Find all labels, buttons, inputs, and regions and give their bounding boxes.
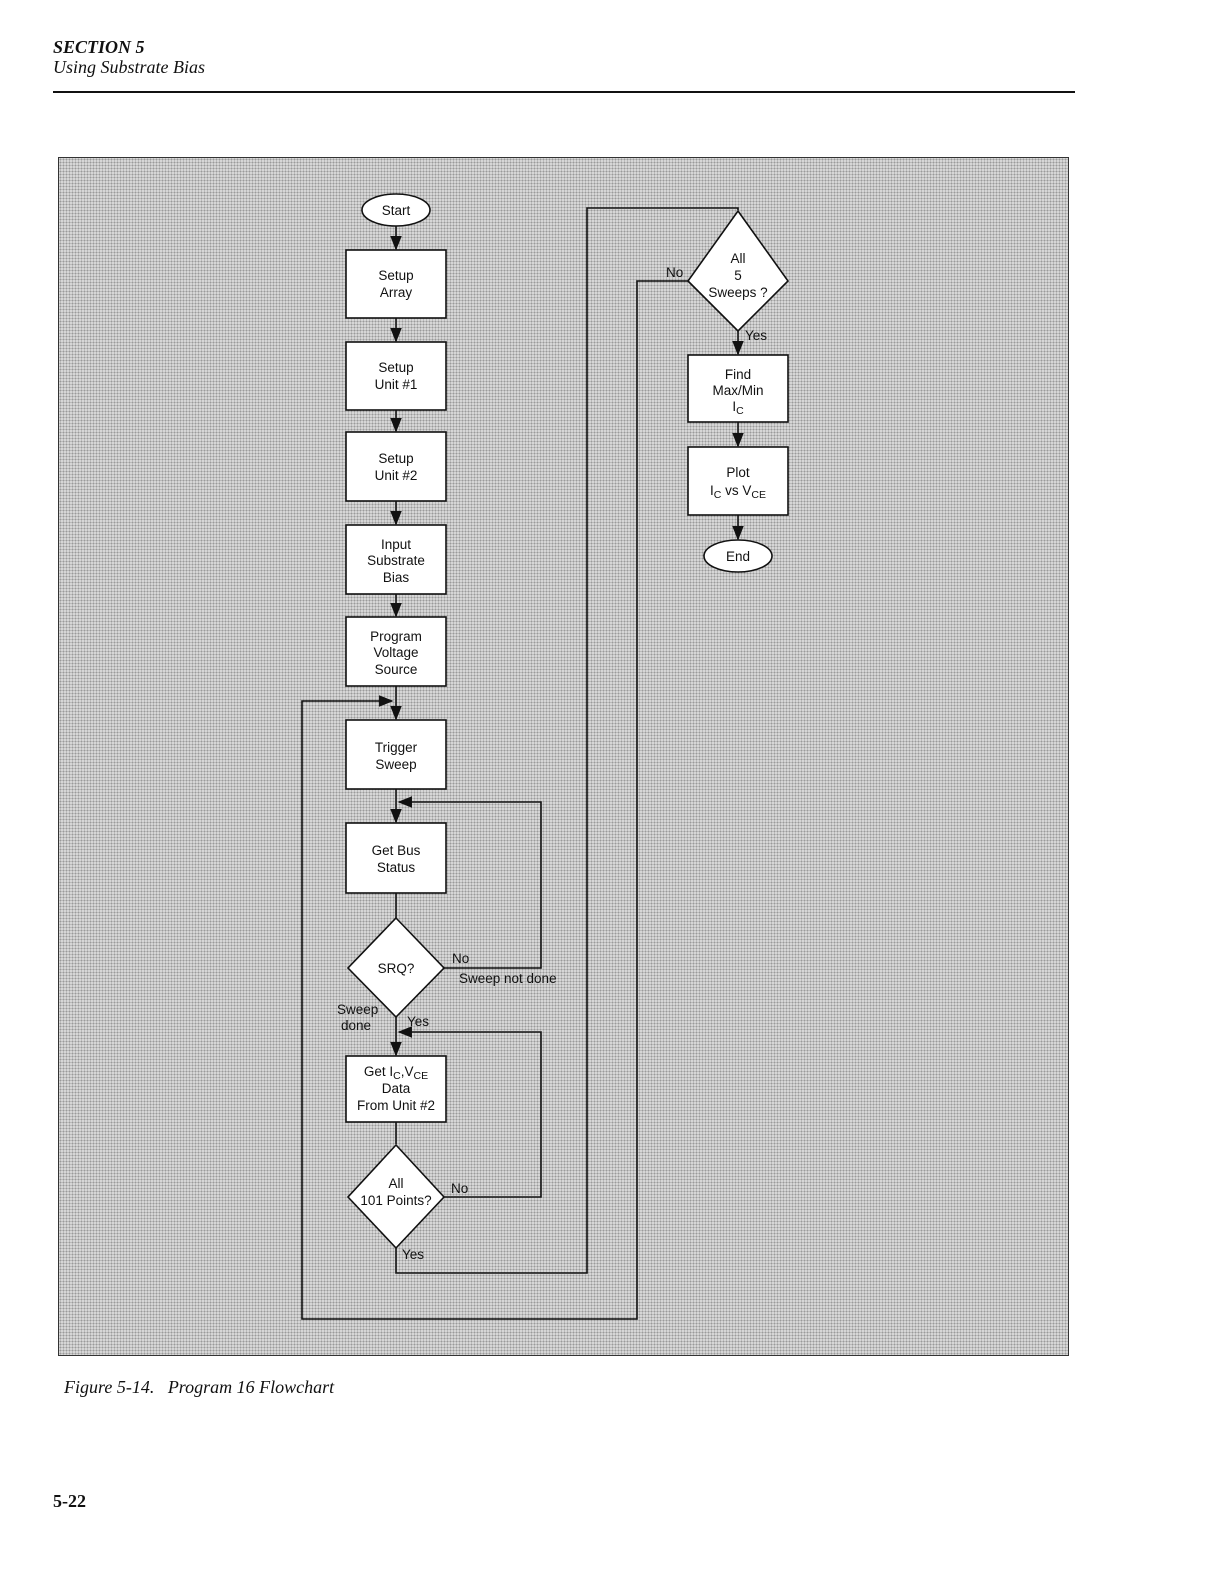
section-title: SECTION 5 bbox=[53, 37, 145, 57]
flowchart-figure: Start Setup Array Setup Unit #1 Setup Un… bbox=[58, 157, 1069, 1356]
get-bus-status-line2: Status bbox=[377, 860, 416, 875]
all-sweeps-line3: Sweeps ? bbox=[708, 285, 767, 300]
srq-label: SRQ? bbox=[378, 961, 415, 976]
points-yes-label: Yes bbox=[402, 1247, 424, 1262]
sweep-not-done-label: Sweep not done bbox=[459, 971, 557, 986]
srq-yes-label: Yes bbox=[407, 1014, 429, 1029]
plot-line2: IC vs VCE bbox=[710, 483, 766, 501]
input-bias-line1: Input bbox=[381, 537, 411, 552]
header-rule bbox=[53, 91, 1075, 93]
all-points-line1: All bbox=[388, 1176, 403, 1191]
find-maxmin-line1: Find bbox=[725, 367, 751, 382]
setup-array-line2: Array bbox=[380, 285, 413, 300]
program-source-line3: Source bbox=[375, 662, 418, 677]
program-source-line2: Voltage bbox=[373, 645, 418, 660]
sweeps-yes-label: Yes bbox=[745, 328, 767, 343]
trigger-sweep-line2: Sweep bbox=[375, 757, 416, 772]
start-label: Start bbox=[382, 203, 411, 218]
srq-decision bbox=[346, 916, 446, 1019]
sweep-done-line2: done bbox=[341, 1018, 371, 1033]
figure-caption: Figure 5-14. Program 16 Flowchart bbox=[64, 1377, 335, 1397]
all-points-decision bbox=[346, 1143, 446, 1250]
sweep-done-line1: Sweep bbox=[337, 1002, 378, 1017]
flowchart: Start Setup Array Setup Unit #1 Setup Un… bbox=[301, 193, 790, 1320]
setup-array-box bbox=[345, 249, 447, 319]
setup-unit1-box bbox=[345, 341, 447, 411]
all-sweeps-line1: All bbox=[730, 251, 745, 266]
srq-no-label: No bbox=[452, 951, 469, 966]
plot-box bbox=[687, 446, 789, 516]
sweeps-no-label: No bbox=[666, 265, 683, 280]
trigger-sweep-line1: Trigger bbox=[375, 740, 418, 755]
input-bias-line3: Bias bbox=[383, 570, 410, 585]
get-data-box bbox=[345, 1055, 447, 1123]
setup-unit2-line2: Unit #2 bbox=[375, 468, 418, 483]
running-header: SECTION 5 Using Substrate Bias bbox=[53, 37, 206, 78]
get-bus-status-box bbox=[345, 822, 447, 894]
setup-array-line1: Setup bbox=[378, 268, 413, 283]
program-source-line1: Program bbox=[370, 629, 422, 644]
section-subtitle: Using Substrate Bias bbox=[53, 57, 206, 77]
node-shapes bbox=[345, 193, 790, 1250]
all-sweeps-line2: 5 bbox=[734, 268, 742, 283]
find-maxmin-line2: Max/Min bbox=[712, 383, 763, 398]
all-sweeps-decision bbox=[686, 209, 790, 333]
end-terminal bbox=[703, 539, 773, 573]
setup-unit2-line1: Setup bbox=[378, 451, 413, 466]
input-bias-line2: Substrate bbox=[367, 553, 425, 568]
get-data-line3: From Unit #2 bbox=[357, 1098, 435, 1113]
end-label: End bbox=[726, 549, 750, 564]
page-number: 5-22 bbox=[53, 1491, 86, 1511]
connectors bbox=[301, 207, 744, 1320]
get-data-line2: Data bbox=[382, 1081, 411, 1096]
get-data-line1: Get IC,VCE bbox=[364, 1064, 428, 1082]
all-points-line2: 101 Points? bbox=[360, 1193, 431, 1208]
setup-unit1-line2: Unit #1 bbox=[375, 377, 418, 392]
setup-unit2-box bbox=[345, 431, 447, 502]
find-maxmin-line3: IC bbox=[732, 399, 744, 417]
plot-line1: Plot bbox=[726, 465, 750, 480]
points-no-label: No bbox=[451, 1181, 468, 1196]
start-terminal bbox=[361, 193, 431, 227]
trigger-sweep-box bbox=[345, 719, 447, 790]
get-bus-status-line1: Get Bus bbox=[372, 843, 421, 858]
program-source-box bbox=[345, 616, 447, 687]
find-maxmin-box bbox=[687, 354, 789, 423]
setup-unit1-line1: Setup bbox=[378, 360, 413, 375]
input-bias-box bbox=[345, 524, 447, 595]
